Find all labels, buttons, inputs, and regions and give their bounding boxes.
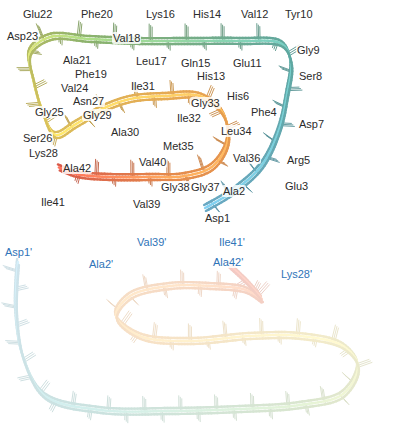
side-chain-stick [240,282,248,287]
side-chain-stick [199,285,201,295]
side-chain-stick [89,409,91,419]
side-chain-stick [164,287,166,297]
side-chain-stick [18,69,31,70]
side-chain-stick [220,162,229,166]
side-chain-stick [213,137,225,144]
side-chain-stick [181,398,182,412]
backbone-ribbon [17,20,303,213]
side-chain-stick [198,411,199,421]
side-chain-stick [211,111,222,116]
side-chain-stick [8,343,21,345]
side-chain-stick [279,122,291,124]
side-chain-stick [314,338,316,346]
side-chain-stick [183,273,184,287]
side-chain-stick [282,125,294,127]
side-chain-stick [268,159,279,163]
side-chain-stick [36,83,47,88]
side-chain-stick [217,397,218,411]
side-chain-stick [169,163,170,179]
side-chain-stick [259,26,260,42]
side-chain-stick [234,409,236,419]
side-chain-stick [217,159,226,163]
side-chain-stick [121,104,125,113]
side-chain-stick [359,362,372,367]
side-chain-stick [258,283,268,294]
side-chain-stick [260,284,270,295]
side-chain-stick [51,402,56,411]
side-chain-stick [18,288,29,291]
side-chain-stick [191,326,192,342]
side-chain-stick [341,350,348,355]
side-chain-stick [20,70,33,71]
side-chain-stick [42,383,50,394]
side-chain-stick [5,340,18,342]
side-chains [1,265,372,423]
side-chain-stick [340,349,347,354]
side-chains [17,20,303,213]
side-chain-stick [270,408,272,418]
side-chain-stick [26,355,36,362]
side-chain-stick [126,412,127,422]
side-chain-stick [133,163,134,179]
side-chain-stick [79,22,81,38]
side-chain-stick [108,397,110,411]
side-chain-stick [123,314,132,327]
side-chain-stick [27,104,39,105]
side-chain-stick [306,404,308,414]
side-chain-stick [224,26,225,42]
side-chain-stick [343,352,350,357]
side-chain-stick [19,322,30,326]
side-chain-stick [131,298,138,306]
side-chain-stick [200,158,205,173]
ribbon-strand [58,164,61,165]
side-chain-stick [162,411,163,421]
side-chain-stick [172,83,174,97]
side-chain-stick [275,43,278,51]
side-chain-stick [209,109,220,114]
side-chain-stick [188,27,189,43]
side-chain-stick [212,112,223,117]
side-chain-stick [97,162,99,178]
side-chain-stick [234,288,236,298]
side-chain-stick [26,102,38,103]
side-chain-stick [290,90,303,91]
side-chain-stick [298,320,299,336]
side-chain-stick [7,342,20,344]
side-chain-stick [342,397,349,405]
side-chain-stick [335,328,339,343]
side-chain-stick [253,396,254,410]
side-chain-stick [333,326,337,341]
side-chain-stick [17,67,30,68]
side-chain-stick [152,27,153,43]
side-chain-stick [154,96,156,106]
backbone-ribbon [1,259,372,423]
side-chain-stick [145,399,146,413]
side-chain-stick [65,115,71,127]
side-chain-stick [154,324,156,340]
side-chain-stick [250,163,258,174]
